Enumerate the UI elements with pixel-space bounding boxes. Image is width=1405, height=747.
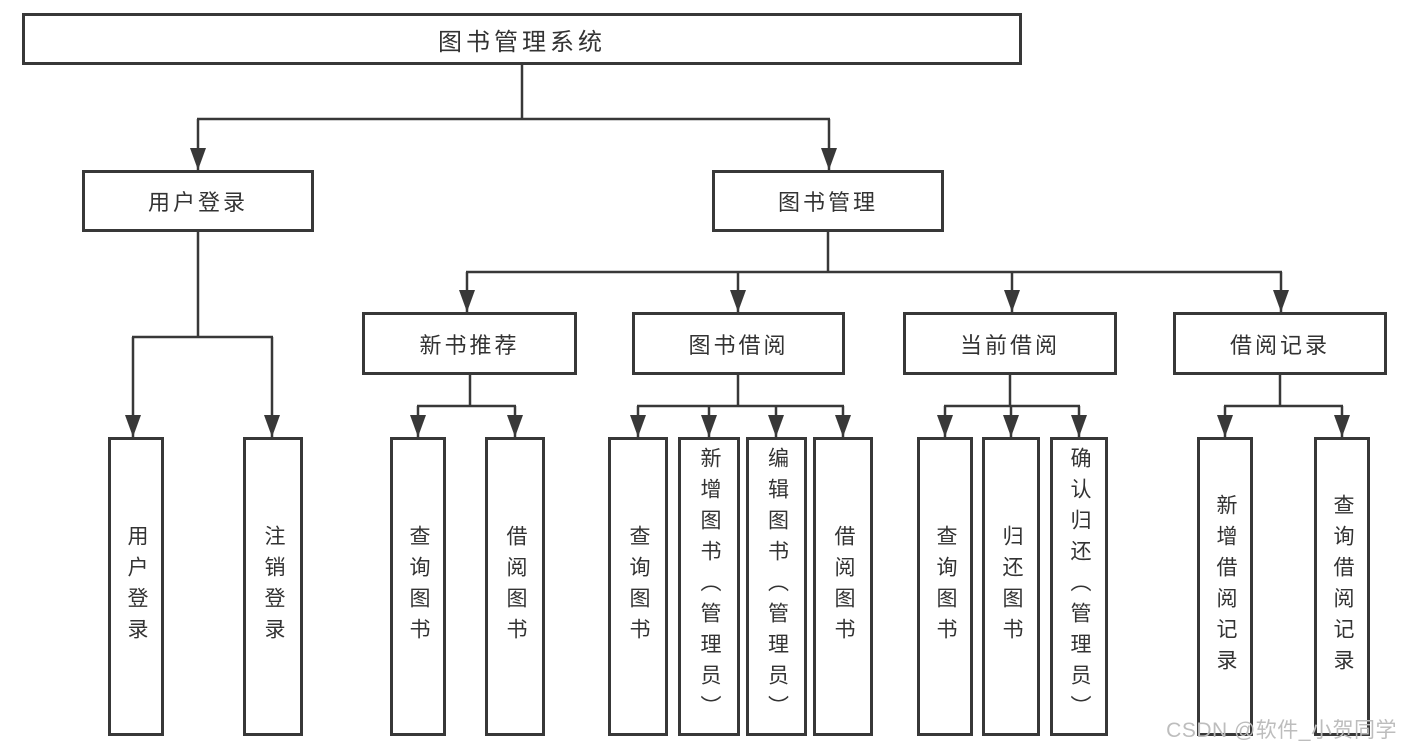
node-new-book-recommend: 新书推荐 [362,312,577,375]
node-label: 新增借阅记录 [1214,493,1237,680]
node-current-borrow: 当前借阅 [903,312,1117,375]
node-borrow-records: 借阅记录 [1173,312,1387,375]
node-label: 新书推荐 [419,332,520,358]
leaf-user-login: 用户登录 [108,437,164,736]
node-label: 用户登录 [147,190,248,215]
node-label: 新增图书（管理员） [698,447,721,726]
leaf-edit-book-admin: 编辑图书（管理员） [746,437,807,736]
node-label: 确认归还（管理员） [1068,447,1091,726]
node-book-borrow: 图书借阅 [632,312,845,375]
leaf-add-borrow-record: 新增借阅记录 [1197,437,1253,736]
leaf-query-books-borrow: 查询图书 [608,437,668,736]
node-label: 借阅图书 [504,524,527,649]
node-label: 图书借阅 [688,332,789,358]
leaf-confirm-return-admin: 确认归还（管理员） [1050,437,1108,736]
leaf-add-book-admin: 新增图书（管理员） [678,437,740,736]
node-label: 当前借阅 [959,332,1060,358]
node-label: 编辑图书（管理员） [765,447,789,726]
node-label: 借阅图书 [832,524,855,649]
node-label: 归还图书 [1000,524,1023,649]
csdn-watermark: CSDN @软件_小贺同学 [1166,719,1397,742]
leaf-query-borrow-record: 查询借阅记录 [1314,437,1370,736]
node-label: 查询图书 [934,524,957,649]
leaf-query-books-current: 查询图书 [917,437,973,736]
node-label: 图书管理系统 [438,28,606,56]
node-label: 查询图书 [627,524,650,649]
node-label: 借阅记录 [1229,332,1330,358]
leaf-borrow-books-recommend: 借阅图书 [485,437,545,736]
node-user-login: 用户登录 [82,170,314,232]
leaf-logout: 注销登录 [243,437,303,736]
node-label: 用户登录 [125,524,148,649]
node-label: 查询借阅记录 [1331,493,1354,680]
node-library-system: 图书管理系统 [22,13,1022,65]
leaf-return-books: 归还图书 [982,437,1040,736]
leaf-borrow-books: 借阅图书 [813,437,873,736]
node-book-management: 图书管理 [712,170,944,232]
leaf-query-books-recommend: 查询图书 [390,437,446,736]
node-label: 注销登录 [262,524,285,649]
node-label: 图书管理 [777,190,878,215]
node-label: 查询图书 [407,524,430,649]
